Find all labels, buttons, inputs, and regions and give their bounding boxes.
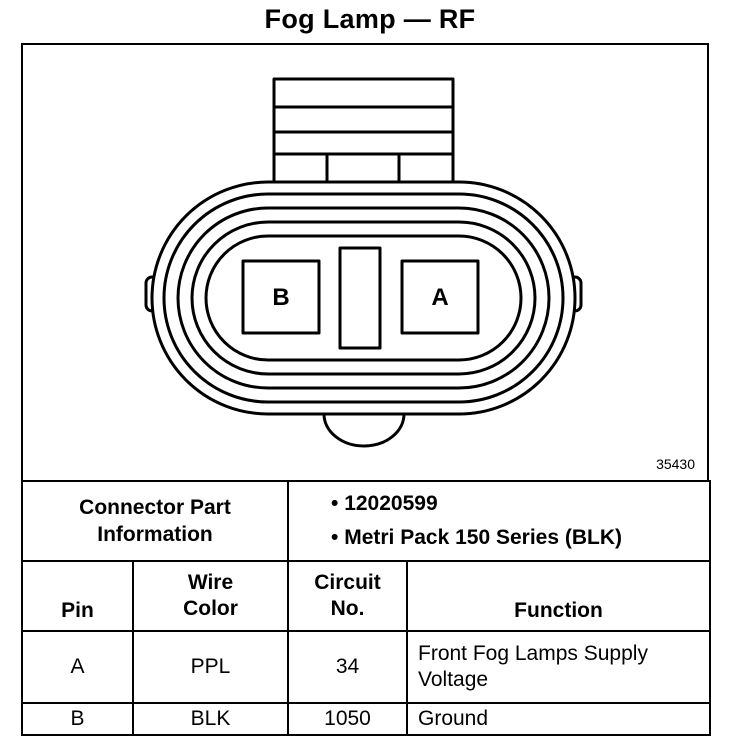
wire-color-cell: PPL — [132, 630, 289, 704]
pin-cell: B — [21, 702, 134, 736]
cavity-a — [400, 259, 480, 335]
locking-tab — [272, 77, 455, 198]
connector-diagram-panel: B A 35430 — [21, 43, 709, 480]
header-wire-color: Wire Color — [132, 560, 289, 632]
function-cell: Front Fog Lamps Supply Voltage — [406, 630, 711, 704]
connector-part-info-label: Connector Part Information — [21, 480, 289, 562]
table-row: A PPL 34 Front Fog Lamps Supply Voltage — [21, 630, 711, 704]
wire-color-cell: BLK — [132, 702, 289, 736]
connector-part-info-row: Connector Part Information • 12020599 • … — [21, 480, 711, 562]
bullet: • — [331, 526, 339, 549]
function-cell: Ground — [406, 702, 711, 736]
header-circuit-no: Circuit No. — [287, 560, 408, 632]
pin-cell: A — [21, 630, 134, 704]
cavity-b-label: B — [272, 284, 289, 311]
center-divider — [338, 246, 382, 350]
circuit-cell: 34 — [287, 630, 408, 704]
figure-number: 35430 — [656, 456, 695, 472]
connector-pinout-table: Connector Part Information • 12020599 • … — [21, 480, 711, 736]
header-function: Function — [406, 560, 711, 632]
header-pin: Pin — [21, 560, 134, 632]
table-row: B BLK 1050 Ground — [21, 702, 711, 736]
bottom-key — [322, 413, 406, 448]
connector-face-drawing: B A — [144, 77, 583, 448]
connector-series: Metri Pack 150 Series (BLK) — [344, 526, 622, 549]
cavity-b — [241, 259, 321, 335]
cavity-a-label: A — [431, 284, 448, 311]
header-row: Pin Wire Color Circuit No. Function — [21, 560, 711, 632]
bullet: • — [331, 492, 339, 515]
part-number-line: • 12020599 — [331, 487, 709, 521]
connector-part-info-label-line2: Information — [97, 523, 213, 546]
connector-part-info-label-line1: Connector Part — [79, 496, 231, 519]
diagram-title: Fog Lamp — RF — [264, 4, 476, 34]
circuit-cell: 1050 — [287, 702, 408, 736]
series-line: • Metri Pack 150 Series (BLK) — [331, 521, 709, 555]
part-number: 12020599 — [344, 492, 438, 515]
connector-part-info-values: • 12020599 • Metri Pack 150 Series (BLK) — [287, 480, 711, 562]
